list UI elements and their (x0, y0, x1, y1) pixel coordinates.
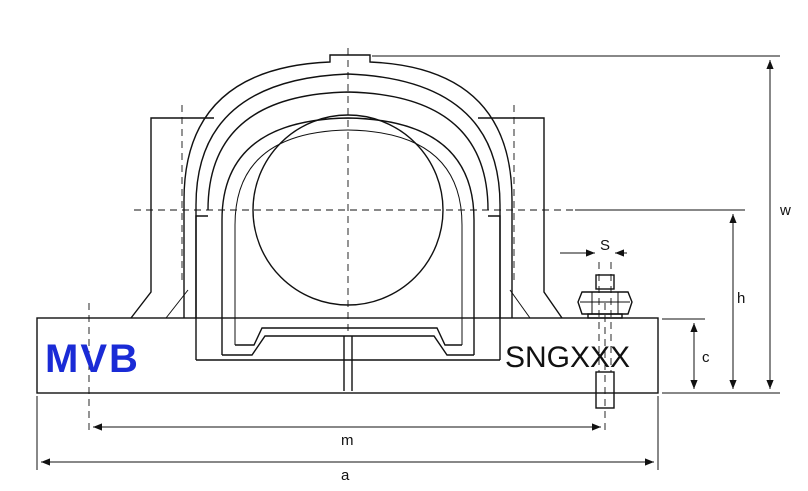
dimension-m-label: m (341, 432, 354, 449)
dimension-h: h (575, 209, 745, 389)
dimension-w-label: w (779, 202, 791, 219)
dimension-c-label: c (702, 349, 710, 366)
dimension-s: S (560, 237, 627, 257)
brand-logo: MVB (45, 337, 140, 381)
center-slot (343, 336, 353, 391)
dimension-m: m (93, 423, 601, 449)
dimension-h-label: h (737, 290, 745, 307)
model-label: SNGXXX (505, 341, 630, 374)
bolt-assembly (577, 262, 633, 409)
dimension-c: c (662, 318, 710, 389)
centerlines (88, 48, 606, 430)
dimension-a-label: a (341, 467, 350, 484)
bearing-seat (221, 117, 475, 356)
dimension-w: w (372, 55, 791, 394)
housing-base (36, 317, 659, 394)
dimension-a: a (36, 396, 659, 484)
dimension-s-label: S (600, 237, 610, 254)
